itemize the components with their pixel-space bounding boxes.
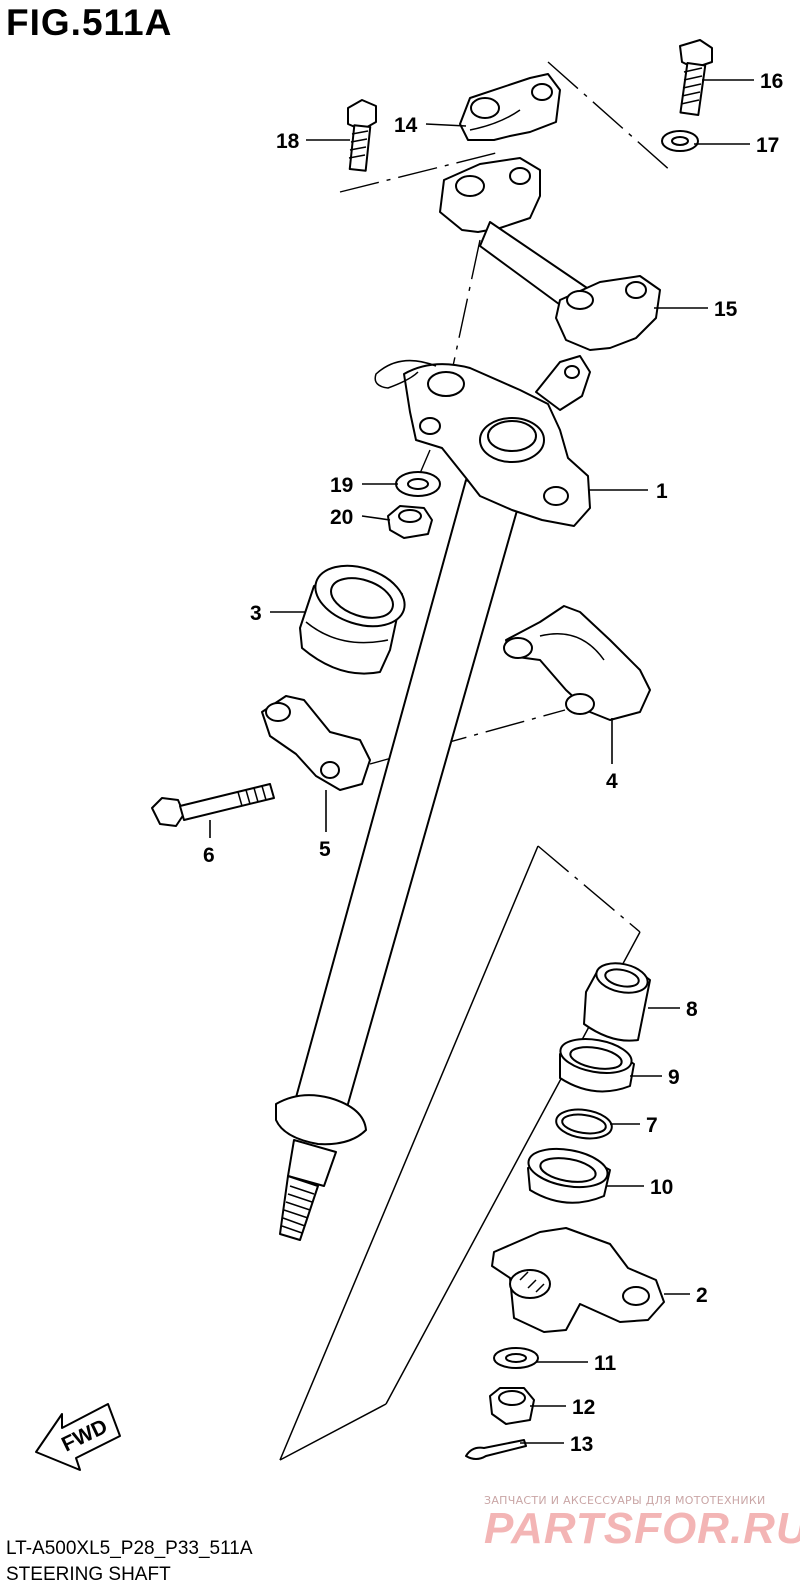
callout-3: 3 xyxy=(250,602,262,625)
callout-9: 9 xyxy=(668,1066,680,1089)
callout-labels: 1 2 3 4 5 6 7 8 9 10 11 12 13 14 15 16 1… xyxy=(203,70,783,1456)
callout-6: 6 xyxy=(203,844,215,867)
washer-17 xyxy=(661,130,699,152)
callout-1: 1 xyxy=(656,480,668,503)
watermark-logo: PARTSFOR.RU xyxy=(484,1504,800,1553)
callout-8: 8 xyxy=(686,998,698,1021)
callout-4: 4 xyxy=(606,770,618,793)
callout-14: 14 xyxy=(394,114,418,137)
callout-12: 12 xyxy=(572,1396,595,1419)
callout-5: 5 xyxy=(319,838,331,861)
section-title: STEERING SHAFT xyxy=(6,1564,171,1585)
clamp-5 xyxy=(261,695,371,791)
bolt-18 xyxy=(347,99,377,172)
assembly-guide-lines xyxy=(279,61,673,1461)
callout-7: 7 xyxy=(646,1114,658,1137)
bolt-6 xyxy=(151,783,275,827)
watermark-tagline: ЗАПЧАСТИ И АКСЕССУАРЫ ДЛЯ МОТОТЕХНИКИ xyxy=(484,1494,766,1507)
callout-2: 2 xyxy=(696,1284,708,1307)
figure-title: FIG.511A xyxy=(6,2,173,43)
callout-20: 20 xyxy=(330,506,353,529)
seal-10 xyxy=(527,1147,611,1204)
callout-18: 18 xyxy=(276,130,300,153)
steering-shaft-1 xyxy=(275,355,591,1241)
washer-19 xyxy=(395,471,441,497)
upper-holder-14 xyxy=(459,73,561,141)
callout-17: 17 xyxy=(756,134,779,157)
o-ring-7 xyxy=(555,1108,613,1140)
leader-lines xyxy=(209,79,754,1444)
cotter-pin-13 xyxy=(465,1439,527,1460)
holder-4 xyxy=(503,605,651,721)
callout-15: 15 xyxy=(714,298,738,321)
bush-8 xyxy=(583,962,651,1042)
callout-13: 13 xyxy=(570,1433,593,1456)
nut-20 xyxy=(387,505,433,539)
forward-arrow-icon: FWD xyxy=(35,1403,121,1471)
handlebar-holder-15 xyxy=(439,157,661,351)
ring-9 xyxy=(559,1038,635,1093)
washer-11 xyxy=(493,1347,539,1369)
pitman-arm-2 xyxy=(491,1227,665,1333)
callout-19: 19 xyxy=(330,474,353,497)
bolt-16 xyxy=(679,39,713,116)
callout-11: 11 xyxy=(594,1352,617,1375)
model-code: LT-A500XL5_P28_P33_511A xyxy=(6,1538,253,1559)
nut-12 xyxy=(489,1387,535,1425)
callout-10: 10 xyxy=(650,1176,673,1199)
bush-3 xyxy=(299,564,406,675)
callout-16: 16 xyxy=(760,70,783,93)
